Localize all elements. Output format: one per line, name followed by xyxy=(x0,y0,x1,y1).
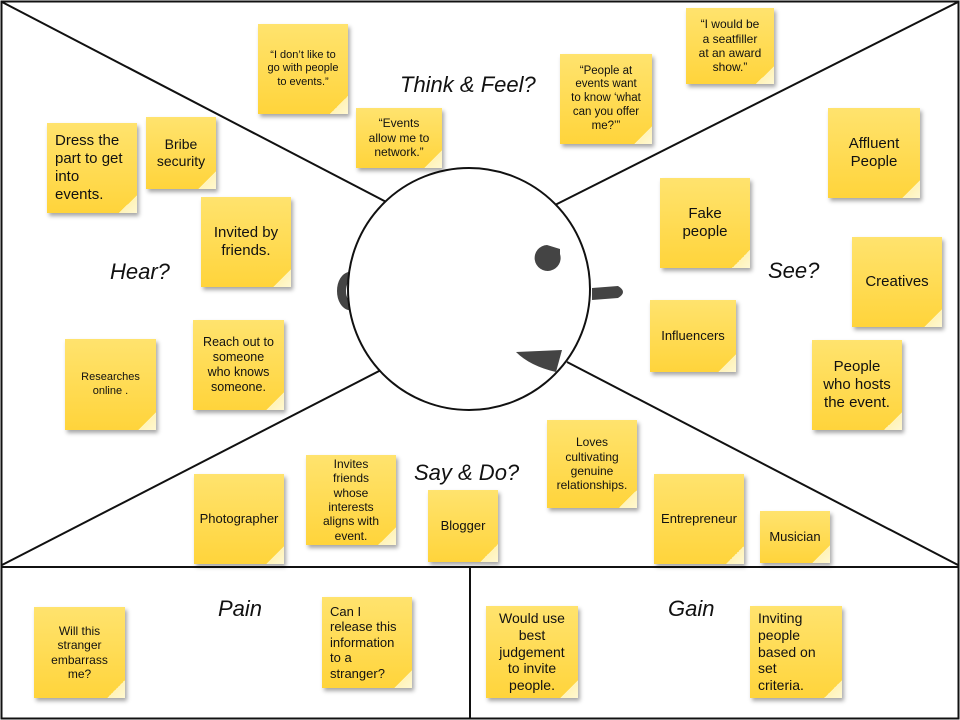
note-text: Loves cultivating genuine relationships. xyxy=(556,435,628,493)
note-text: Entrepreneur xyxy=(661,511,737,527)
sticky-note-see: Influencers xyxy=(650,300,736,372)
mouth-icon xyxy=(516,350,562,372)
note-text: Can I release this information to a stra… xyxy=(330,603,397,681)
sticky-note-think-feel: “I don’t like to go with people to event… xyxy=(258,24,348,114)
note-text: “People at events want to know ‘what can… xyxy=(571,64,641,132)
note-text: “I would be a seatfiller at an award sho… xyxy=(698,17,762,75)
note-text: People who hosts the event. xyxy=(823,358,891,411)
sticky-note-see: Affluent People xyxy=(828,108,920,198)
note-text: Musician xyxy=(769,529,821,545)
note-text: Would use best judgement to invite peopl… xyxy=(499,610,565,694)
sticky-note-see: Fake people xyxy=(660,178,750,268)
think-feel-label: Think & Feel? xyxy=(400,72,536,97)
note-text: Fake people xyxy=(682,205,728,240)
note-text: Bribe security xyxy=(156,136,206,169)
note-text: Influencers xyxy=(661,328,725,344)
see-label: See? xyxy=(768,258,820,283)
sticky-note-see: Creatives xyxy=(852,237,942,327)
sticky-note-gain: Would use best judgement to invite peopl… xyxy=(486,606,578,698)
note-text: Blogger xyxy=(440,518,486,534)
note-text: Researches online . xyxy=(81,371,140,397)
sticky-note-hear: Bribe security xyxy=(146,117,216,189)
note-text: Invited by friends. xyxy=(213,224,279,259)
note-text: Photographer xyxy=(199,511,279,527)
note-text: Invites friends whose interests aligns w… xyxy=(322,456,380,543)
note-text: Creatives xyxy=(865,273,929,290)
sticky-note-hear: Invited by friends. xyxy=(201,197,291,287)
sticky-note-think-feel: “Events allow me to network.” xyxy=(356,108,442,168)
pain-label: Pain xyxy=(218,596,263,621)
sticky-note-say-do: Entrepreneur xyxy=(654,474,744,564)
eye-icon xyxy=(534,245,561,271)
sticky-note-hear: Dress the part to get into events. xyxy=(47,123,137,213)
note-text: Reach out to someone who knows someone. xyxy=(203,335,274,394)
sticky-note-say-do: Musician xyxy=(760,511,830,563)
head-circle xyxy=(347,167,591,411)
say-do-label: Say & Do? xyxy=(414,460,520,485)
sticky-note-see: People who hosts the event. xyxy=(812,340,902,430)
note-text: Inviting people based on set criteria. xyxy=(758,610,816,694)
diagonal-top-right xyxy=(554,1,959,206)
sticky-note-say-do: Loves cultivating genuine relationships. xyxy=(547,420,637,508)
nose-icon xyxy=(592,286,623,300)
diagonal-bottom-left xyxy=(1,367,386,566)
diagonal-bottom-right xyxy=(566,361,959,566)
sticky-note-gain: Inviting people based on set criteria. xyxy=(750,606,842,698)
sticky-note-say-do: Blogger xyxy=(428,490,498,562)
sticky-note-think-feel: “People at events want to know ‘what can… xyxy=(560,54,652,144)
gain-label: Gain xyxy=(668,596,715,621)
sticky-note-pain: Can I release this information to a stra… xyxy=(322,597,412,688)
sticky-note-think-feel: “I would be a seatfiller at an award sho… xyxy=(686,8,774,84)
sticky-note-pain: Will this stranger embarrass me? xyxy=(34,607,125,698)
note-text: Will this stranger embarrass me? xyxy=(51,623,108,681)
sticky-note-hear: Reach out to someone who knows someone. xyxy=(193,320,284,410)
sticky-note-say-do: Photographer xyxy=(194,474,284,564)
hear-label: Hear? xyxy=(110,259,170,284)
note-text: Affluent People xyxy=(848,135,900,170)
sticky-note-say-do: Invites friends whose interests aligns w… xyxy=(306,455,396,545)
note-text: “Events allow me to network.” xyxy=(368,116,430,160)
sticky-note-hear: Researches online . xyxy=(65,339,156,430)
diagonal-top-left xyxy=(1,1,393,206)
note-text: “I don’t like to go with people to event… xyxy=(267,49,339,88)
note-text: Dress the part to get into events. xyxy=(55,132,123,203)
